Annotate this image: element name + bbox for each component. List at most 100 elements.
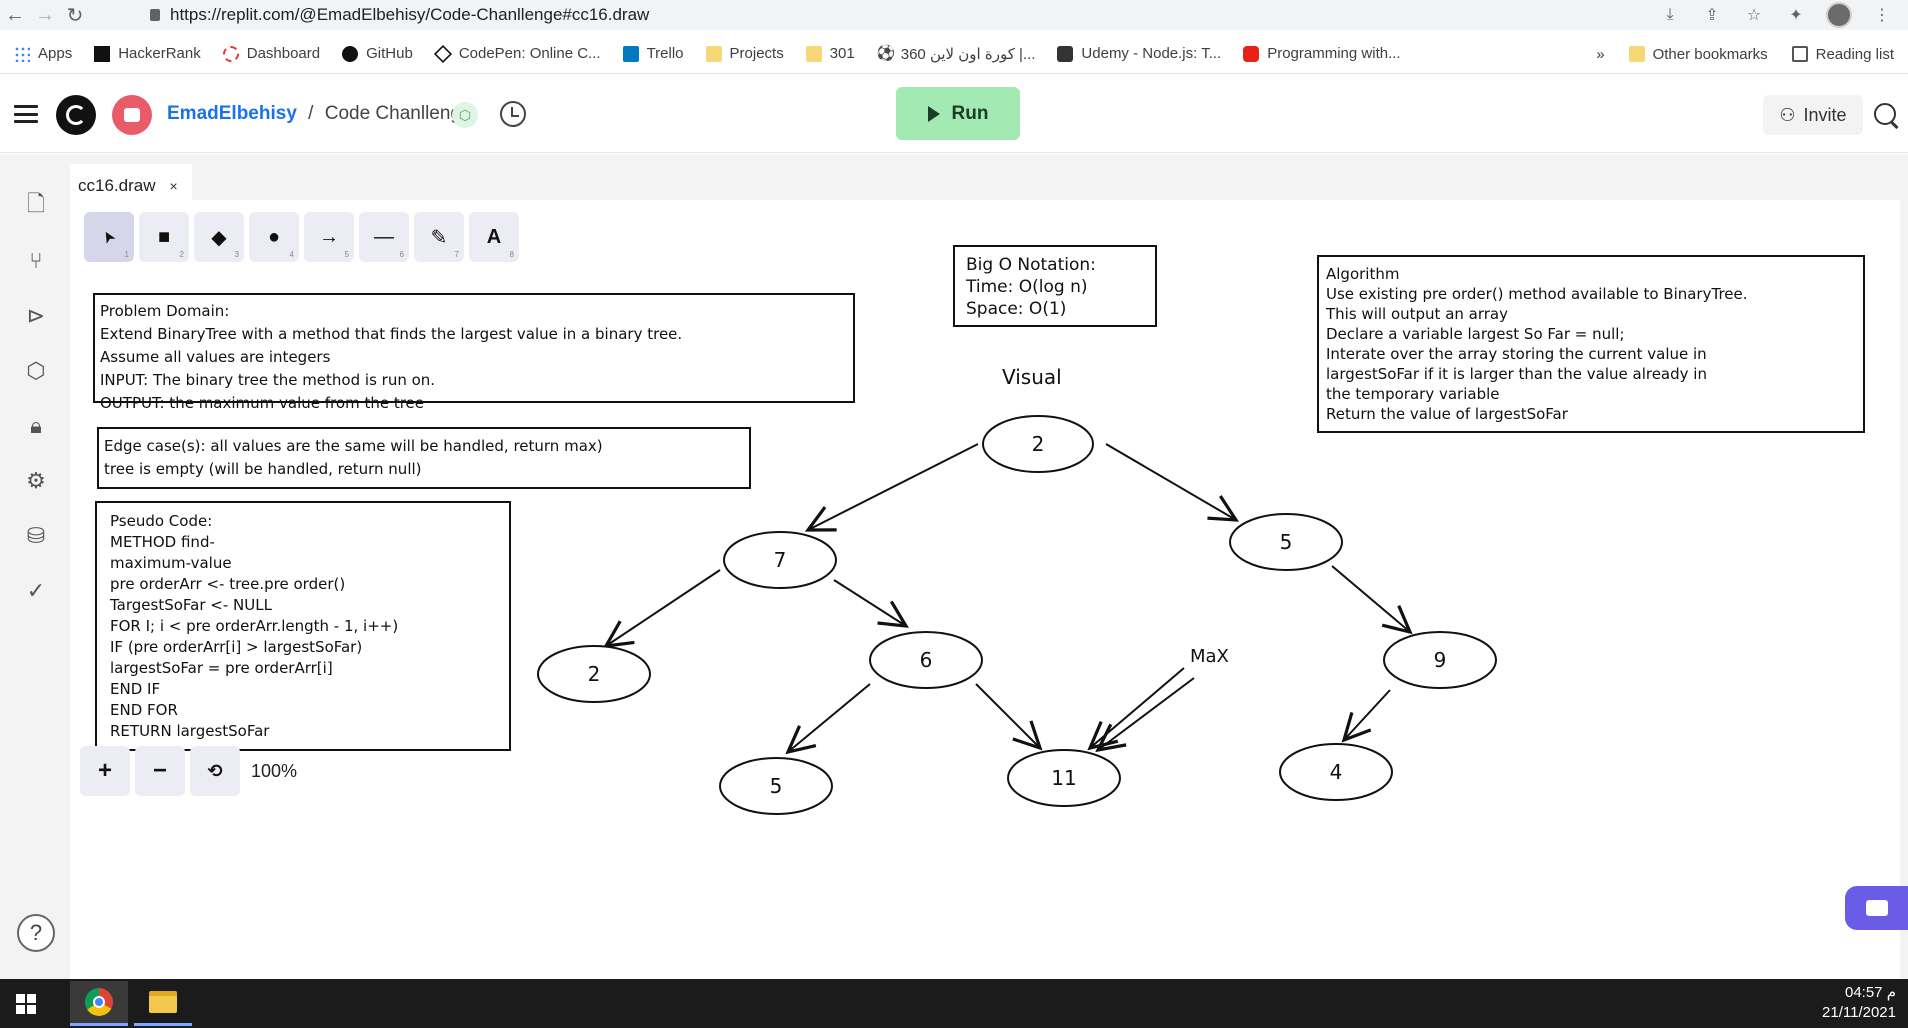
reload-icon[interactable]: ↻	[66, 4, 84, 27]
share-icon[interactable]: ⇪	[1705, 7, 1719, 24]
algorithm-box[interactable]	[1317, 255, 1865, 433]
zoom-in-button[interactable]: +	[80, 746, 130, 796]
taskbar-file-explorer[interactable]	[134, 981, 192, 1026]
bookmark-programming[interactable]: Programming with...	[1243, 45, 1401, 62]
taskbar-chrome[interactable]	[70, 981, 128, 1026]
settings-gear-icon[interactable]: ⚙	[26, 468, 46, 493]
system-clock[interactable]: 04:57 م 21/11/2021	[1822, 983, 1896, 1023]
node-value: 6	[920, 648, 933, 672]
tool-draw[interactable]: ✎7	[414, 212, 464, 262]
edge-root-right	[1105, 443, 1236, 520]
bookmark-projects[interactable]: Projects	[705, 45, 784, 62]
checkmark-icon[interactable]: ✓	[26, 578, 46, 603]
bookmark-dashboard[interactable]: Dashboard	[222, 45, 320, 62]
zoom-out-button[interactable]: −	[135, 746, 185, 796]
square-icon: ■	[157, 225, 171, 248]
big-o-line: Space: O(1)	[966, 299, 1066, 319]
tool-select[interactable]: ➤1	[84, 212, 134, 262]
edge-case-line: tree is empty (will be handled, return n…	[104, 460, 422, 478]
bookmarks-overflow[interactable]: »	[1596, 45, 1605, 63]
node-value: 2	[588, 662, 601, 686]
pseudo-code-box[interactable]	[95, 501, 511, 751]
bookmark-apps[interactable]: Apps	[14, 45, 72, 62]
kebab-menu-icon[interactable]: ⋮	[1874, 7, 1890, 24]
back-icon[interactable]: ←	[5, 3, 25, 26]
node-left[interactable]	[723, 531, 837, 589]
node-nine-left[interactable]	[1279, 743, 1393, 801]
node-right-right[interactable]	[1383, 631, 1497, 689]
algorithm-line: Use existing pre order() method availabl…	[1326, 285, 1748, 303]
tool-rectangle[interactable]: ■2	[139, 212, 189, 262]
bookmarks-bar: Apps HackerRank Dashboard GitHub CodePen…	[0, 34, 1908, 74]
edge-right-right	[1331, 565, 1410, 632]
bookmark-hackerrank[interactable]: HackerRank	[94, 45, 201, 62]
tool-diamond[interactable]: ◆3	[194, 212, 244, 262]
node-six-right[interactable]	[1007, 749, 1121, 807]
close-tab-icon[interactable]: ×	[169, 178, 178, 194]
algorithm-line: Interate over the array storing the curr…	[1326, 345, 1707, 363]
reading-list[interactable]: Reading list	[1791, 46, 1894, 63]
windows-start-icon[interactable]	[16, 994, 36, 1014]
chat-icon[interactable]	[1845, 886, 1908, 930]
tree-nodes	[537, 415, 1497, 815]
pseudo-line: Pseudo Code:	[110, 512, 212, 530]
bookmark-trello[interactable]: Trello	[622, 45, 684, 62]
runner-icon: ⚽	[876, 44, 896, 62]
version-control-icon[interactable]: ⑂	[29, 248, 43, 273]
tool-line[interactable]: —6	[359, 212, 409, 262]
node-root[interactable]	[982, 415, 1094, 473]
problem-domain-text: Problem Domain: Extend BinaryTree with a…	[100, 302, 682, 412]
algorithm-line: the temporary variable	[1326, 385, 1500, 403]
problem-domain-box[interactable]	[93, 293, 855, 403]
invite-button[interactable]: ⚇ Invite	[1763, 95, 1863, 135]
history-icon[interactable]	[500, 101, 526, 127]
bookmark-301[interactable]: 301	[805, 45, 855, 62]
other-bookmarks[interactable]: Other bookmarks	[1628, 46, 1768, 63]
bookmark-github[interactable]: GitHub	[342, 45, 413, 62]
debugger-icon[interactable]: ⊳	[26, 303, 46, 328]
lock-icon	[150, 9, 160, 21]
bookmark-360[interactable]: ⚽360 كورة اون لاين |...	[876, 44, 1036, 63]
files-icon[interactable]: 🗋	[27, 191, 45, 216]
help-button[interactable]: ?	[17, 914, 55, 952]
algorithm-line: Return the value of largestSoFar	[1326, 405, 1569, 423]
database-icon[interactable]: ⛁	[26, 523, 46, 548]
user-avatar[interactable]	[112, 95, 152, 135]
run-button[interactable]: Run	[896, 87, 1020, 140]
pseudo-line: TargestSoFar <- NULL	[109, 596, 273, 614]
extensions-icon[interactable]: ✦	[1789, 7, 1803, 24]
forward-icon[interactable]: →	[35, 3, 55, 26]
tree-edges	[606, 443, 1410, 752]
hamburger-menu-icon[interactable]	[14, 105, 38, 123]
address-bar[interactable]: https://replit.com/@EmadElbehisy/Code-Ch…	[140, 1, 1790, 29]
language-badge-icon[interactable]: ⬡	[452, 102, 478, 128]
secrets-lock-icon[interactable]: 🔒︎	[30, 413, 42, 438]
reset-zoom-icon[interactable]: ⟲	[190, 746, 240, 796]
star-icon[interactable]: ☆	[1746, 7, 1762, 24]
big-o-box[interactable]	[953, 245, 1157, 327]
node-left-right[interactable]	[869, 631, 983, 689]
bookmark-codepen[interactable]: CodePen: Online C...	[433, 44, 601, 63]
pseudo-line: END FOR	[110, 701, 178, 719]
profile-avatar[interactable]	[1826, 2, 1852, 28]
tool-arrow[interactable]: →5	[304, 212, 354, 262]
node-value: 4	[1330, 760, 1343, 784]
pseudo-line: RETURN largestSoFar	[110, 722, 270, 740]
algorithm-line: Algorithm	[1326, 265, 1399, 283]
repl-owner-link[interactable]: EmadElbehisy	[167, 103, 297, 124]
line-icon: —	[374, 225, 394, 248]
packages-icon[interactable]: ⬡	[26, 358, 46, 383]
repl-name[interactable]: Code Chanllenge	[324, 103, 472, 124]
edge-left-right	[833, 579, 906, 626]
search-icon[interactable]	[1874, 103, 1896, 125]
bookmark-udemy[interactable]: Udemy - Node.js: T...	[1057, 45, 1221, 62]
replit-logo-icon[interactable]	[56, 95, 96, 135]
node-right[interactable]	[1229, 513, 1343, 571]
node-six-left[interactable]	[719, 757, 833, 815]
edge-cases-box[interactable]	[97, 427, 751, 489]
node-left-left[interactable]	[537, 645, 651, 703]
install-icon[interactable]: ⤓	[1666, 6, 1674, 23]
tool-ellipse[interactable]: ●4	[249, 212, 299, 262]
